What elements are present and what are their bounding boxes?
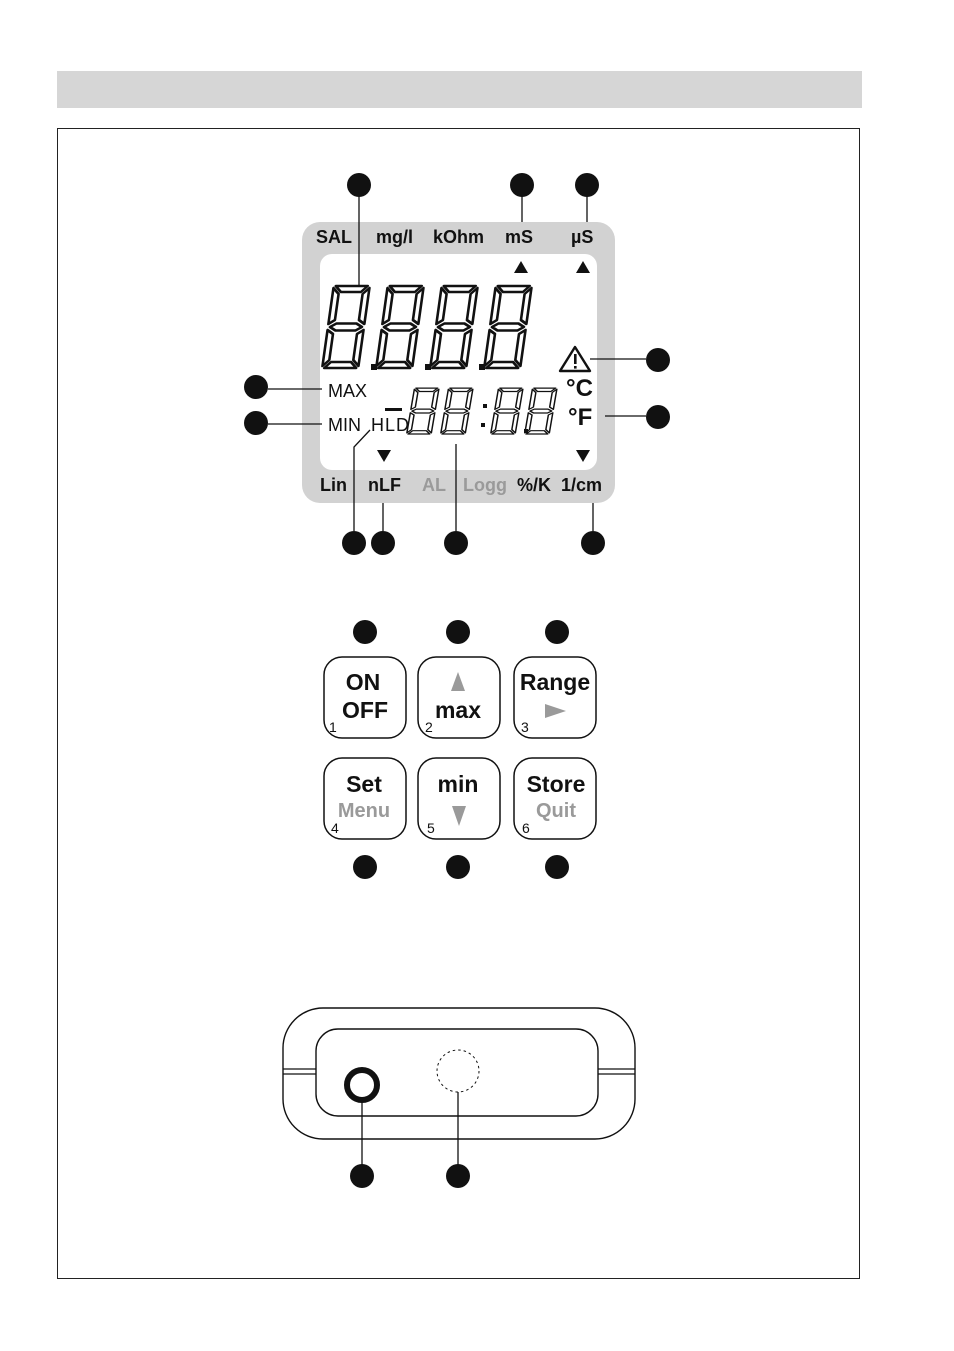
svg-text:4: 4 xyxy=(331,820,339,836)
range-down-arrow-icon xyxy=(377,450,391,462)
keypad: ON OFF 1 max 2 Range 3 Set Menu 4 min xyxy=(323,620,597,879)
callout-marker xyxy=(446,1164,470,1188)
max-label: MAX xyxy=(328,381,367,401)
celsius-label: °C xyxy=(566,375,593,402)
colon-dot xyxy=(481,423,485,427)
min-down-button[interactable]: min 5 xyxy=(417,757,501,840)
on-off-button[interactable]: ON OFF 1 xyxy=(323,656,407,739)
unit-al: AL xyxy=(422,475,446,495)
set-menu-button[interactable]: Set Menu 4 xyxy=(323,757,407,840)
range-down-arrow-icon xyxy=(576,450,590,462)
keypad-callout-markers xyxy=(353,620,569,879)
callout-marker xyxy=(444,531,468,555)
right-arrow-icon xyxy=(545,704,566,718)
svg-text:5: 5 xyxy=(427,820,435,836)
callout-marker xyxy=(244,375,268,399)
svg-text:2: 2 xyxy=(425,719,433,735)
callout-marker xyxy=(575,173,599,197)
range-button[interactable]: Range 3 xyxy=(513,656,597,739)
callout-marker xyxy=(446,855,470,879)
store-quit-button[interactable]: Store Quit 6 xyxy=(513,757,597,840)
down-arrow-icon xyxy=(452,806,466,826)
callout-marker xyxy=(581,531,605,555)
callout-marker xyxy=(353,620,377,644)
unit-sal: SAL xyxy=(316,227,352,247)
callout-marker xyxy=(446,620,470,644)
callout-marker xyxy=(350,1164,374,1188)
unit-percent-per-k: %/K xyxy=(517,475,551,495)
unit-kohm: kOhm xyxy=(433,227,484,247)
svg-text:1: 1 xyxy=(329,719,337,735)
probe-socket-icon xyxy=(344,1067,380,1103)
callout-marker xyxy=(342,531,366,555)
callout-marker xyxy=(371,531,395,555)
callout-marker xyxy=(244,411,268,435)
range-up-arrow-icon xyxy=(514,261,528,273)
colon-dot xyxy=(483,404,487,408)
secondary-decimal-point xyxy=(524,429,528,433)
svg-text:min: min xyxy=(438,771,479,797)
callout-marker xyxy=(353,855,377,879)
connector-panel xyxy=(282,1007,636,1188)
svg-text:Quit: Quit xyxy=(536,800,576,822)
svg-text:Set: Set xyxy=(346,771,382,797)
callout-marker xyxy=(545,855,569,879)
callout-marker xyxy=(347,173,371,197)
leader-line xyxy=(353,429,371,531)
min-label: MIN xyxy=(328,415,361,435)
main-decimal-point xyxy=(371,364,377,370)
svg-text:ON: ON xyxy=(346,669,381,695)
unit-lin: Lin xyxy=(320,475,347,495)
unit-us: µS xyxy=(571,227,593,247)
fahrenheit-label: °F xyxy=(568,404,592,431)
svg-text:3: 3 xyxy=(521,719,529,735)
callout-marker xyxy=(510,173,534,197)
svg-text:max: max xyxy=(435,697,481,723)
warning-icon xyxy=(558,345,592,373)
unit-nlf: nLF xyxy=(368,475,401,495)
up-arrow-icon xyxy=(451,672,465,691)
svg-text:OFF: OFF xyxy=(342,697,388,723)
hld-label: HLD xyxy=(371,415,409,435)
lcd-callouts xyxy=(268,196,646,531)
unit-1-per-cm: 1/cm xyxy=(561,475,602,495)
housing-seam xyxy=(283,1068,635,1075)
header-bar xyxy=(57,71,862,108)
housing-inner xyxy=(315,1028,599,1117)
leader-line xyxy=(361,1092,459,1165)
main-decimal-point xyxy=(479,364,485,370)
sensor-window-icon xyxy=(436,1049,480,1093)
lcd-callout-markers xyxy=(244,173,670,555)
unit-mg-per-l: mg/l xyxy=(376,227,413,247)
main-decimal-point xyxy=(425,364,431,370)
svg-text:Range: Range xyxy=(520,669,590,695)
svg-text:Store: Store xyxy=(527,771,586,797)
unit-ms: mS xyxy=(505,227,533,247)
up-max-button[interactable]: max 2 xyxy=(417,656,501,739)
callout-marker xyxy=(646,348,670,372)
svg-text:Menu: Menu xyxy=(338,800,390,822)
figure-frame xyxy=(57,128,860,1279)
range-up-arrow-icon xyxy=(576,261,590,273)
callout-marker xyxy=(545,620,569,644)
callout-marker xyxy=(646,405,670,429)
unit-logg: Logg xyxy=(463,475,507,495)
lcd-display: SAL mg/l kOhm mS µS °C °F xyxy=(302,222,615,503)
svg-text:6: 6 xyxy=(522,820,530,836)
minus-sign xyxy=(385,408,402,411)
